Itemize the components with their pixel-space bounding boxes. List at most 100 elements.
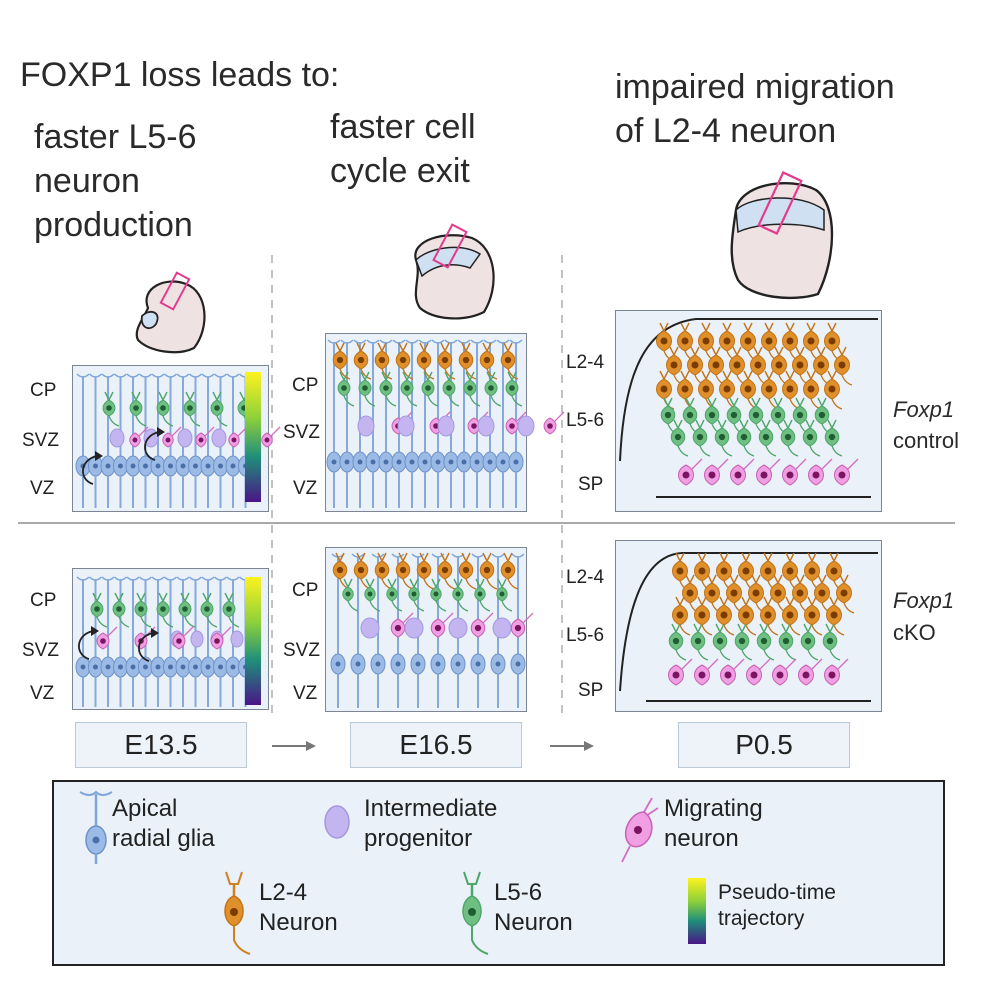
- l5-6-neuron-cell-dendrite: [729, 397, 739, 408]
- migrating-neuron-nucleus: [672, 671, 680, 679]
- l2-4-neuron-cell-dendrite: [817, 574, 827, 585]
- l5-6-neuron-cell-dendrite: [158, 592, 168, 603]
- legend-text: Pseudo-time: [718, 881, 836, 904]
- l5-6-neuron-cell-dendrite: [817, 397, 827, 408]
- l2-4-neuron-cell-dendrite: [785, 370, 795, 381]
- l2-4-neuron-cell-axon: [402, 368, 414, 380]
- l5-6-neuron-cell-dendrite: [497, 578, 507, 589]
- l5-6-neuron-cell-axon: [448, 395, 460, 407]
- l2-4-neuron-cell-dendrite: [827, 370, 837, 381]
- migrating-neuron-nucleus: [760, 471, 768, 479]
- migrating-neuron-nucleus: [474, 624, 482, 632]
- l2-4-neuron-cell-dendrite: [795, 346, 805, 357]
- migrating-neuron-process: [691, 458, 703, 470]
- intermediate-progenitor-cell: [177, 428, 193, 448]
- l5-6-neuron-cell-axon: [140, 616, 152, 628]
- l5-6-neuron-cell-axon: [719, 649, 731, 661]
- l5-6-neuron-cell-nucleus: [716, 637, 724, 645]
- l2-4-neuron-cell-dendrite: [440, 552, 450, 563]
- zone-label-cp: CP: [30, 380, 57, 401]
- l2-4-neuron-cell-dendrite: [743, 370, 753, 381]
- l5-6-neuron-cell-dendrite: [158, 391, 168, 402]
- l2-4-neuron-cell-axon: [831, 398, 843, 410]
- migrating-neuron-nucleus: [724, 671, 732, 679]
- l2-4-neuron-cell-axon: [486, 368, 498, 380]
- l2-4-neuron-cell-dendrite: [741, 596, 751, 607]
- l2-4-neuron-cell-dendrite: [827, 322, 837, 333]
- intermediate-progenitor-cell: [357, 415, 375, 437]
- arrowhead: [151, 628, 159, 638]
- l5-6-neuron-cell-dendrite: [671, 623, 681, 634]
- l2-4-neuron-cell-dendrite: [461, 552, 471, 563]
- l5-6-neuron-cell-axon: [427, 395, 439, 407]
- l5-6-neuron-cell-nucleus: [828, 433, 836, 441]
- l2-4-neuron-cell-dendrite: [829, 552, 839, 563]
- migrating-neuron-nucleus: [214, 638, 220, 644]
- l5-6-neuron-cell-dendrite: [795, 397, 805, 408]
- l2-4-neuron-icon: [224, 871, 251, 955]
- l5-6-neuron-cell-axon: [721, 445, 733, 457]
- heading-line: neuron: [34, 162, 140, 200]
- migrating-neuron-nucleus: [264, 437, 270, 443]
- pseudo-time-bar: [245, 577, 261, 705]
- migrating-neuron-process: [811, 658, 823, 670]
- l2-4-neuron-cell-dendrite: [482, 552, 492, 563]
- l5-6-neuron-cell-nucleus: [116, 606, 122, 612]
- condition-cko-gene: Foxp1: [893, 588, 955, 613]
- l2-4-neuron-cell-nucleus: [807, 337, 815, 345]
- radial-glia-nucleus: [180, 664, 186, 670]
- l5-6-neuron-cell-axon: [490, 395, 502, 407]
- l2-4-neuron-cell-dendrite: [669, 346, 679, 357]
- migrating-neuron-icon: [621, 797, 659, 863]
- intermediate-progenitor-cell: [360, 617, 380, 639]
- l5-6-neuron-cell-nucleus: [672, 637, 680, 645]
- l2-4-neuron-cell-nucleus: [399, 566, 407, 574]
- l5-6-neuron-cell-dendrite: [685, 397, 695, 408]
- l2-4-neuron-cell-dendrite: [807, 596, 817, 607]
- legend: Apical radial glia Intermediate progenit…: [52, 780, 945, 966]
- migrating-neuron-nucleus: [682, 471, 690, 479]
- migrating-neuron-process: [554, 411, 565, 422]
- l2-4-neuron-cell-nucleus: [720, 567, 728, 575]
- intermediate-progenitor-cell: [397, 415, 415, 437]
- l2-4-neuron-cell-axon: [465, 578, 477, 590]
- l2-4-neuron-cell-nucleus: [733, 361, 741, 369]
- arrow-right-icon: [550, 741, 594, 751]
- l2-4-neuron-cell-dendrite: [751, 574, 761, 585]
- legend-text: L5-6: [494, 879, 543, 906]
- panel-e13-cko: [72, 568, 269, 710]
- brain-p0-icon: [730, 171, 834, 300]
- radial-glia-nucleus: [487, 459, 493, 465]
- l2-4-neuron-cell-nucleus: [808, 567, 816, 575]
- legend-text: L2-4: [259, 879, 308, 906]
- radial-glia-nucleus: [205, 664, 211, 670]
- l2-4-neuron-cell-dendrite: [440, 342, 450, 353]
- l2-4-neuron-cell-nucleus: [702, 337, 710, 345]
- migrating-neuron-nucleus: [698, 671, 706, 679]
- radial-glia-nucleus: [475, 661, 481, 667]
- l5-6-neuron-cell-axon: [469, 395, 481, 407]
- l2-4-neuron-cell-dendrite: [503, 552, 513, 563]
- l5-6-neuron-cell-axon: [831, 445, 843, 457]
- l5-6-neuron-cell-axon: [184, 616, 196, 628]
- l5-6-neuron-cell-axon: [511, 395, 523, 407]
- l5-6-neuron-cell-axon: [785, 649, 797, 661]
- l2-4-neuron-cell-dendrite: [773, 574, 783, 585]
- curved-arrow-icon: [138, 632, 154, 662]
- l2-4-neuron-cell-nucleus: [807, 385, 815, 393]
- l5-6-neuron-cell-nucleus: [404, 385, 410, 391]
- radial-glia-nucleus: [375, 661, 381, 667]
- l5-6-neuron-cell-axon: [135, 415, 147, 427]
- intermediate-progenitor-cell: [190, 630, 204, 648]
- l5-6-neuron-cell-axon: [189, 415, 201, 427]
- arrowhead: [95, 451, 103, 461]
- l5-6-neuron-cell-nucleus: [804, 637, 812, 645]
- l5-6-neuron-cell-nucleus: [730, 411, 738, 419]
- zone-label-l2-4: L2-4: [566, 567, 605, 588]
- migrating-neuron-nucleus: [750, 671, 758, 679]
- intermediate-progenitor-cell: [448, 617, 468, 639]
- l5-6-neuron-cell-nucleus: [696, 433, 704, 441]
- migrating-neuron-process: [733, 658, 745, 670]
- migrating-neuron-process: [221, 626, 232, 637]
- l5-6-neuron-cell-axon: [347, 600, 359, 612]
